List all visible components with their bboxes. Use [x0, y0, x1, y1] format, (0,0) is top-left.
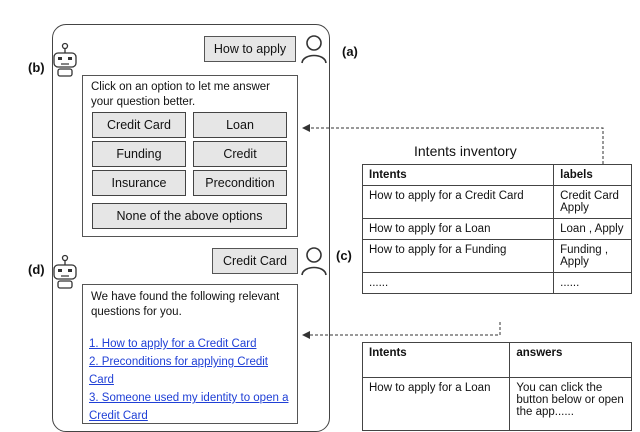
- table-cell: You can click the button below or open t…: [509, 377, 632, 431]
- robot-icon: [53, 42, 77, 77]
- answers-table: Intents answers How to apply for a Loan …: [361, 342, 632, 431]
- user-icon: [301, 247, 327, 276]
- table-row: ...... ......: [361, 272, 632, 294]
- user-icon: [301, 35, 327, 64]
- user-message-credit-card: Credit Card: [212, 248, 298, 274]
- robot-icon: [53, 254, 77, 289]
- option-loan[interactable]: Loan: [193, 112, 287, 138]
- answer-intro: We have found the following relevant que…: [91, 291, 280, 318]
- answer-panel: We have found the following relevant que…: [82, 284, 298, 424]
- table-cell: How to apply for a Credit Card: [361, 185, 555, 219]
- inventory-title: Intents inventory: [414, 143, 517, 159]
- table-cell: ......: [361, 272, 555, 294]
- option-credit-card[interactable]: Credit Card: [92, 112, 186, 138]
- table-cell: How to apply for a Loan: [361, 218, 555, 240]
- table-cell: Funding , Apply: [553, 239, 632, 273]
- label-d: (d): [28, 262, 45, 277]
- option-precondition[interactable]: Precondition: [193, 170, 287, 196]
- arrow-inventory-to-options: [302, 124, 604, 164]
- label-b: (b): [28, 60, 45, 75]
- answer-link[interactable]: 2. Preconditions for applying Credit Car…: [89, 356, 268, 386]
- option-insurance[interactable]: Insurance: [92, 170, 186, 196]
- table-cell: How to apply for a Loan: [361, 377, 511, 431]
- label-a: (a): [342, 44, 358, 59]
- table-row: How to apply for a Loan Loan , Apply: [361, 218, 632, 240]
- intents-inventory-table: Intents labels How to apply for a Credit…: [361, 164, 632, 294]
- answer-link[interactable]: 1. How to apply for a Credit Card: [89, 338, 257, 350]
- arrow-inventory-to-answers: [302, 322, 501, 339]
- table-row: Intents labels: [361, 164, 632, 186]
- table-row: How to apply for a Credit Card Credit Ca…: [361, 185, 632, 219]
- table-cell: How to apply for a Funding: [361, 239, 555, 273]
- option-funding[interactable]: Funding: [92, 141, 186, 167]
- options-prompt: Click on an option to let me answer your…: [91, 81, 270, 108]
- option-credit[interactable]: Credit: [193, 141, 287, 167]
- table-cell: ......: [553, 272, 632, 294]
- label-c: (c): [336, 248, 352, 263]
- answer-link[interactable]: 3. Someone used my identity to open a Cr…: [89, 392, 289, 422]
- table-cell: Credit Card Apply: [553, 185, 632, 219]
- option-none-of-the-above[interactable]: None of the above options: [92, 203, 287, 229]
- table-row: How to apply for a Loan You can click th…: [361, 377, 632, 431]
- user-message-how-to-apply: How to apply: [204, 36, 296, 62]
- table-row: How to apply for a Funding Funding , App…: [361, 239, 632, 273]
